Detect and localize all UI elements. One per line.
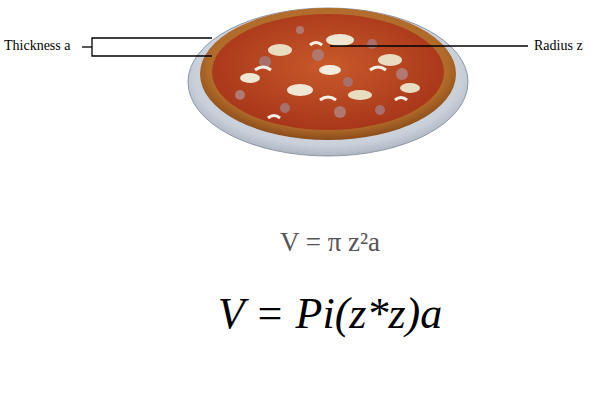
dimension-label: Radius z (534, 38, 583, 53)
crust (200, 8, 456, 140)
formula: V = Pi(z*z)a (218, 290, 442, 338)
sauce (212, 14, 444, 130)
plate (188, 8, 468, 156)
radius-leader (330, 45, 528, 46)
thickness-bracket (82, 38, 212, 56)
dimension-label: Thickness a (4, 38, 70, 53)
formula: V = π z²a (280, 228, 380, 258)
toppings (235, 26, 420, 118)
